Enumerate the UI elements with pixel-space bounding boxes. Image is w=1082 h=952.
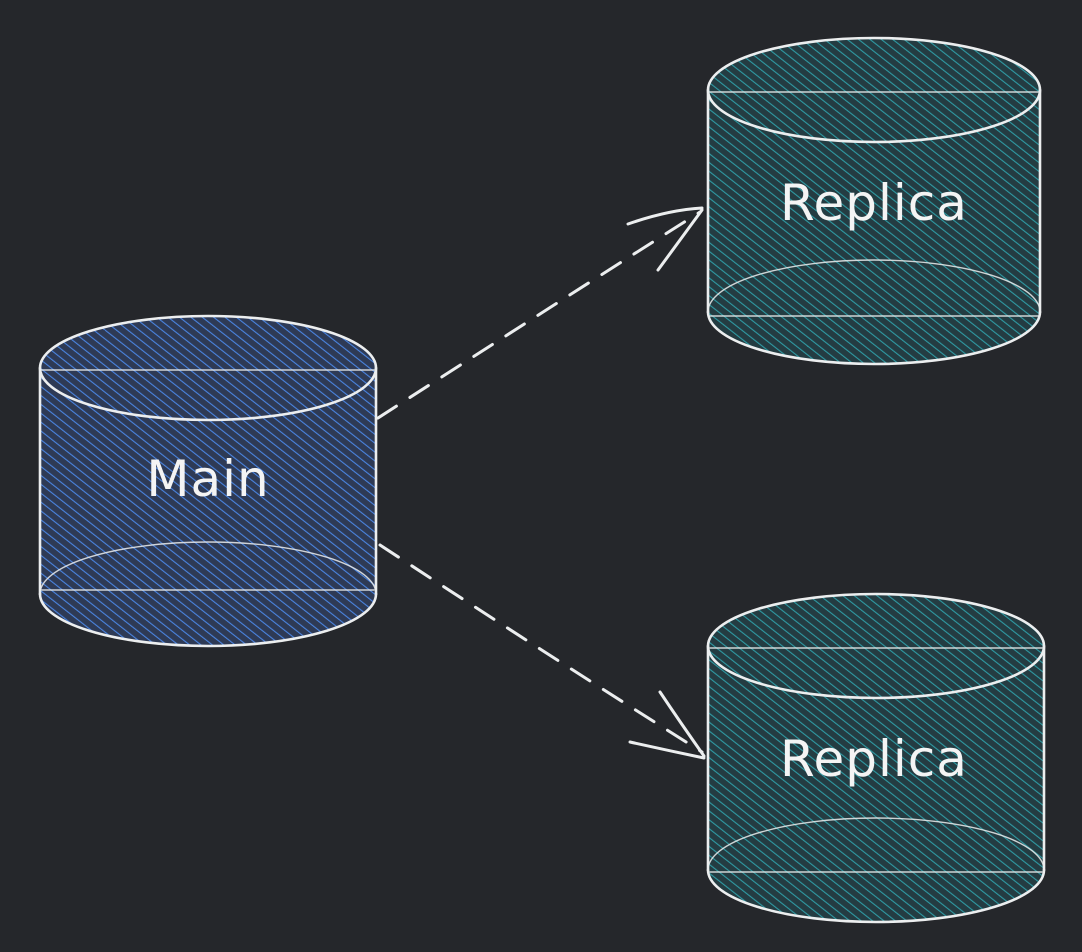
dashed-connector-bottom — [378, 543, 704, 754]
replica-bottom-cylinder-fill — [708, 594, 1044, 922]
main-cylinder-fill — [40, 316, 376, 646]
replica-bottom-bottom-arc — [706, 868, 1046, 924]
arrowhead-bottom-icon — [628, 690, 706, 760]
node-main[interactable]: Main — [38, 314, 378, 648]
arrowhead-top-icon — [626, 206, 704, 272]
main-label: Main — [146, 450, 269, 508]
main-bottom-arc — [38, 592, 378, 648]
replica-top-bottom-back-arc — [707, 259, 1041, 313]
replica-top-label: Replica — [780, 174, 968, 232]
replica-bottom-bottom-back-arc — [707, 817, 1045, 871]
main-bottom-back-arc — [39, 541, 377, 595]
dashed-connector-top — [376, 210, 702, 420]
replica-bottom-label: Replica — [780, 730, 968, 788]
node-replica-top[interactable]: Replica — [706, 36, 1042, 366]
replica-top-bottom-arc — [706, 310, 1042, 366]
replica-top-cylinder-fill — [708, 38, 1040, 364]
edge-main-to-replica-top — [376, 206, 704, 420]
node-replica-bottom[interactable]: Replica — [706, 592, 1046, 924]
edge-main-to-replica-bottom — [378, 543, 706, 760]
